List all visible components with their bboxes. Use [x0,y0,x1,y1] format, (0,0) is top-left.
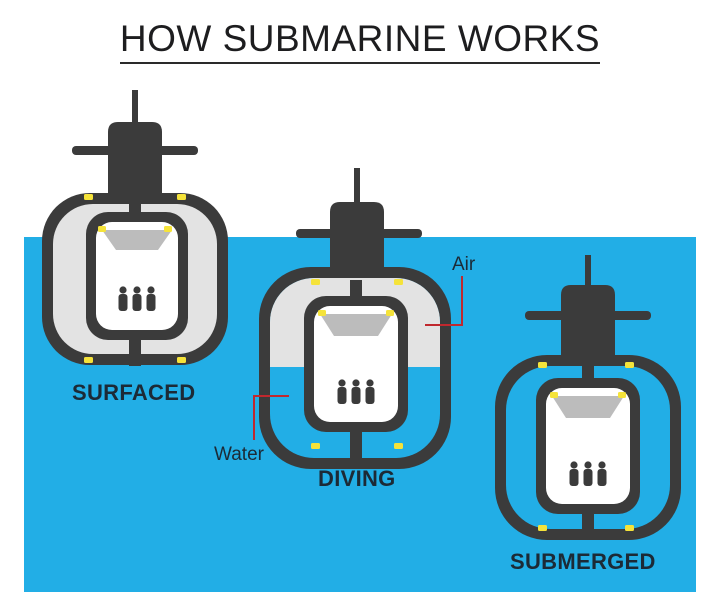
label-surfaced: SURFACED [72,380,196,405]
crew-icon [118,286,156,311]
label-diving: DIVING [318,466,396,491]
page-title: HOW SUBMARINE WORKS [119,18,601,59]
submarine-surfaced [42,90,228,366]
valves [538,362,634,531]
crew-icon [569,461,607,486]
label-submerged: SUBMERGED [510,549,656,574]
air-leader-line [425,276,463,326]
valves [84,194,186,363]
submarine-submerged [495,255,681,540]
callout-water: Water [214,444,264,465]
water-leader-line [253,395,289,440]
valves [311,279,403,449]
title-underline [120,62,600,64]
submarine-diving [253,168,463,469]
callout-air: Air [452,254,476,275]
crew-icon [337,379,375,404]
